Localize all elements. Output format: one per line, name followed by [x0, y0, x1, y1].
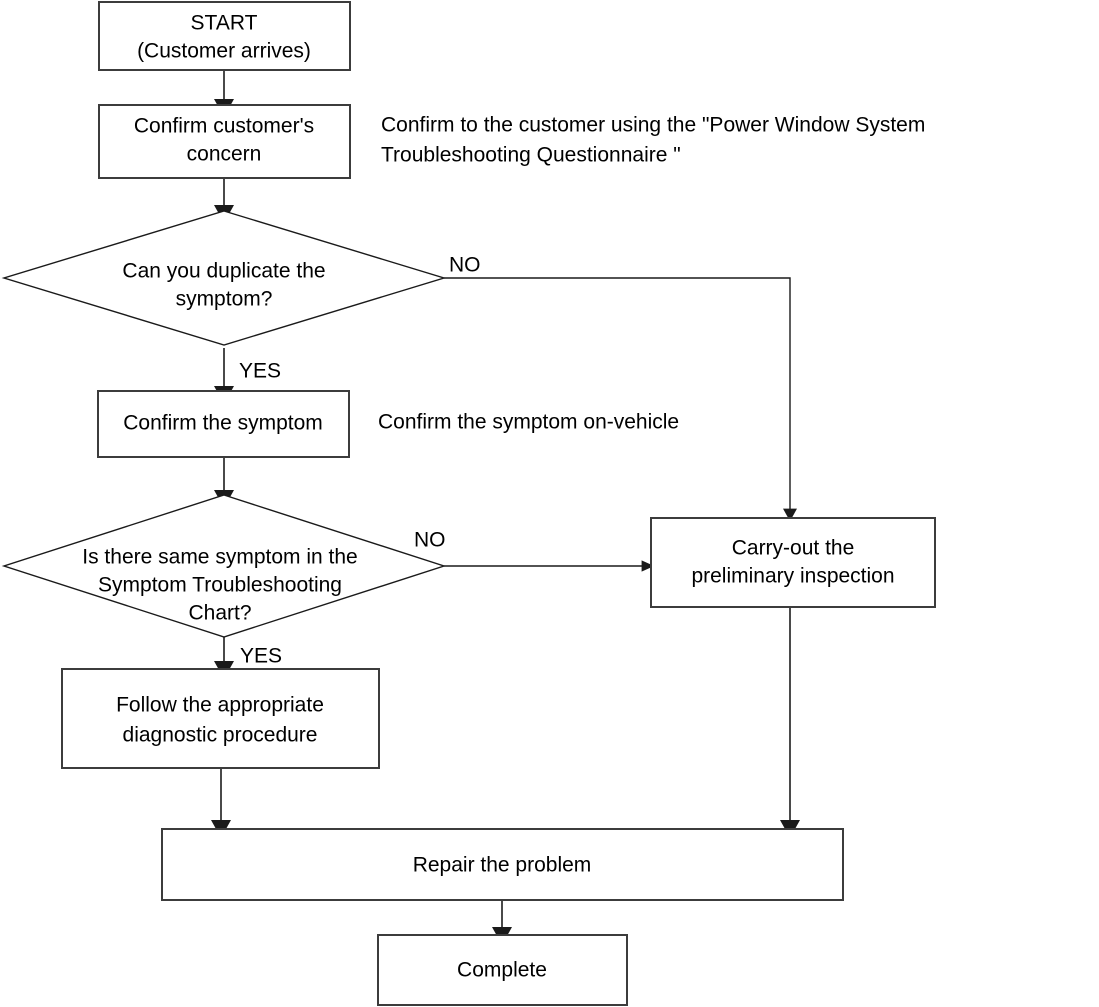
node-same-symptom-chart[interactable]: Is there same symptom in the Symptom Tro… — [1, 494, 447, 638]
node-preliminary-inspection-line2: preliminary inspection — [691, 565, 894, 588]
node-confirm-symptom-box — [97, 390, 350, 458]
note-on-vehicle-line1: Confirm the symptom on-vehicle — [378, 411, 679, 434]
node-same-symptom-chart-line2: Symptom Troubleshooting — [98, 574, 342, 597]
node-preliminary-inspection-box — [650, 517, 936, 608]
note-questionnaire-line2: Troubleshooting Questionnaire " — [381, 144, 681, 167]
node-confirm-concern-line2: concern — [187, 143, 262, 166]
node-duplicate-symptom-diamond — [1, 210, 447, 346]
note-questionnaire-line1: Confirm to the customer using the "Power… — [381, 114, 925, 137]
edge-label-chart-no: NO — [414, 529, 446, 552]
node-repair-problem-box — [161, 828, 844, 901]
node-diagnostic-procedure-line2: diagnostic procedure — [123, 724, 318, 747]
node-same-symptom-chart-diamond — [1, 494, 447, 638]
node-confirm-symptom-line1: Confirm the symptom — [123, 412, 323, 435]
node-same-symptom-chart-line3: Chart? — [188, 602, 251, 625]
node-diagnostic-procedure-box — [61, 668, 380, 769]
node-diagnostic-procedure[interactable]: Follow the appropriate diagnostic proced… — [61, 668, 380, 769]
node-confirm-concern-line1: Confirm customer's — [134, 115, 314, 138]
node-duplicate-symptom-line2: symptom? — [176, 288, 273, 311]
node-complete-line1: Complete — [457, 959, 547, 982]
node-same-symptom-chart-line1: Is there same symptom in the — [82, 546, 357, 569]
node-preliminary-inspection[interactable]: Carry-out the preliminary inspection — [650, 517, 936, 608]
node-complete-box — [377, 934, 628, 1006]
node-confirm-concern[interactable]: Confirm customer's concern — [98, 104, 351, 179]
edge-label-chart-yes: YES — [240, 645, 282, 668]
node-start-line2: (Customer arrives) — [137, 40, 311, 63]
edge-label-duplicate-yes: YES — [239, 360, 281, 383]
node-complete[interactable]: Complete — [377, 934, 628, 1006]
node-duplicate-symptom-line1: Can you duplicate the — [122, 260, 325, 283]
node-start-box — [98, 1, 351, 71]
node-confirm-concern-box — [98, 104, 351, 179]
node-start-line1: START — [191, 12, 258, 35]
node-duplicate-symptom[interactable]: Can you duplicate the symptom? — [1, 210, 447, 346]
node-repair-problem-line1: Repair the problem — [413, 854, 592, 877]
node-confirm-symptom[interactable]: Confirm the symptom — [97, 390, 350, 458]
node-repair-problem[interactable]: Repair the problem — [161, 828, 844, 901]
connector-duplicate-no-to-preliminary — [444, 277, 797, 522]
node-preliminary-inspection-line1: Carry-out the — [732, 537, 855, 560]
node-diagnostic-procedure-line1: Follow the appropriate — [116, 694, 324, 717]
edge-label-duplicate-no: NO — [449, 254, 481, 277]
node-start[interactable]: START (Customer arrives) — [98, 1, 351, 71]
